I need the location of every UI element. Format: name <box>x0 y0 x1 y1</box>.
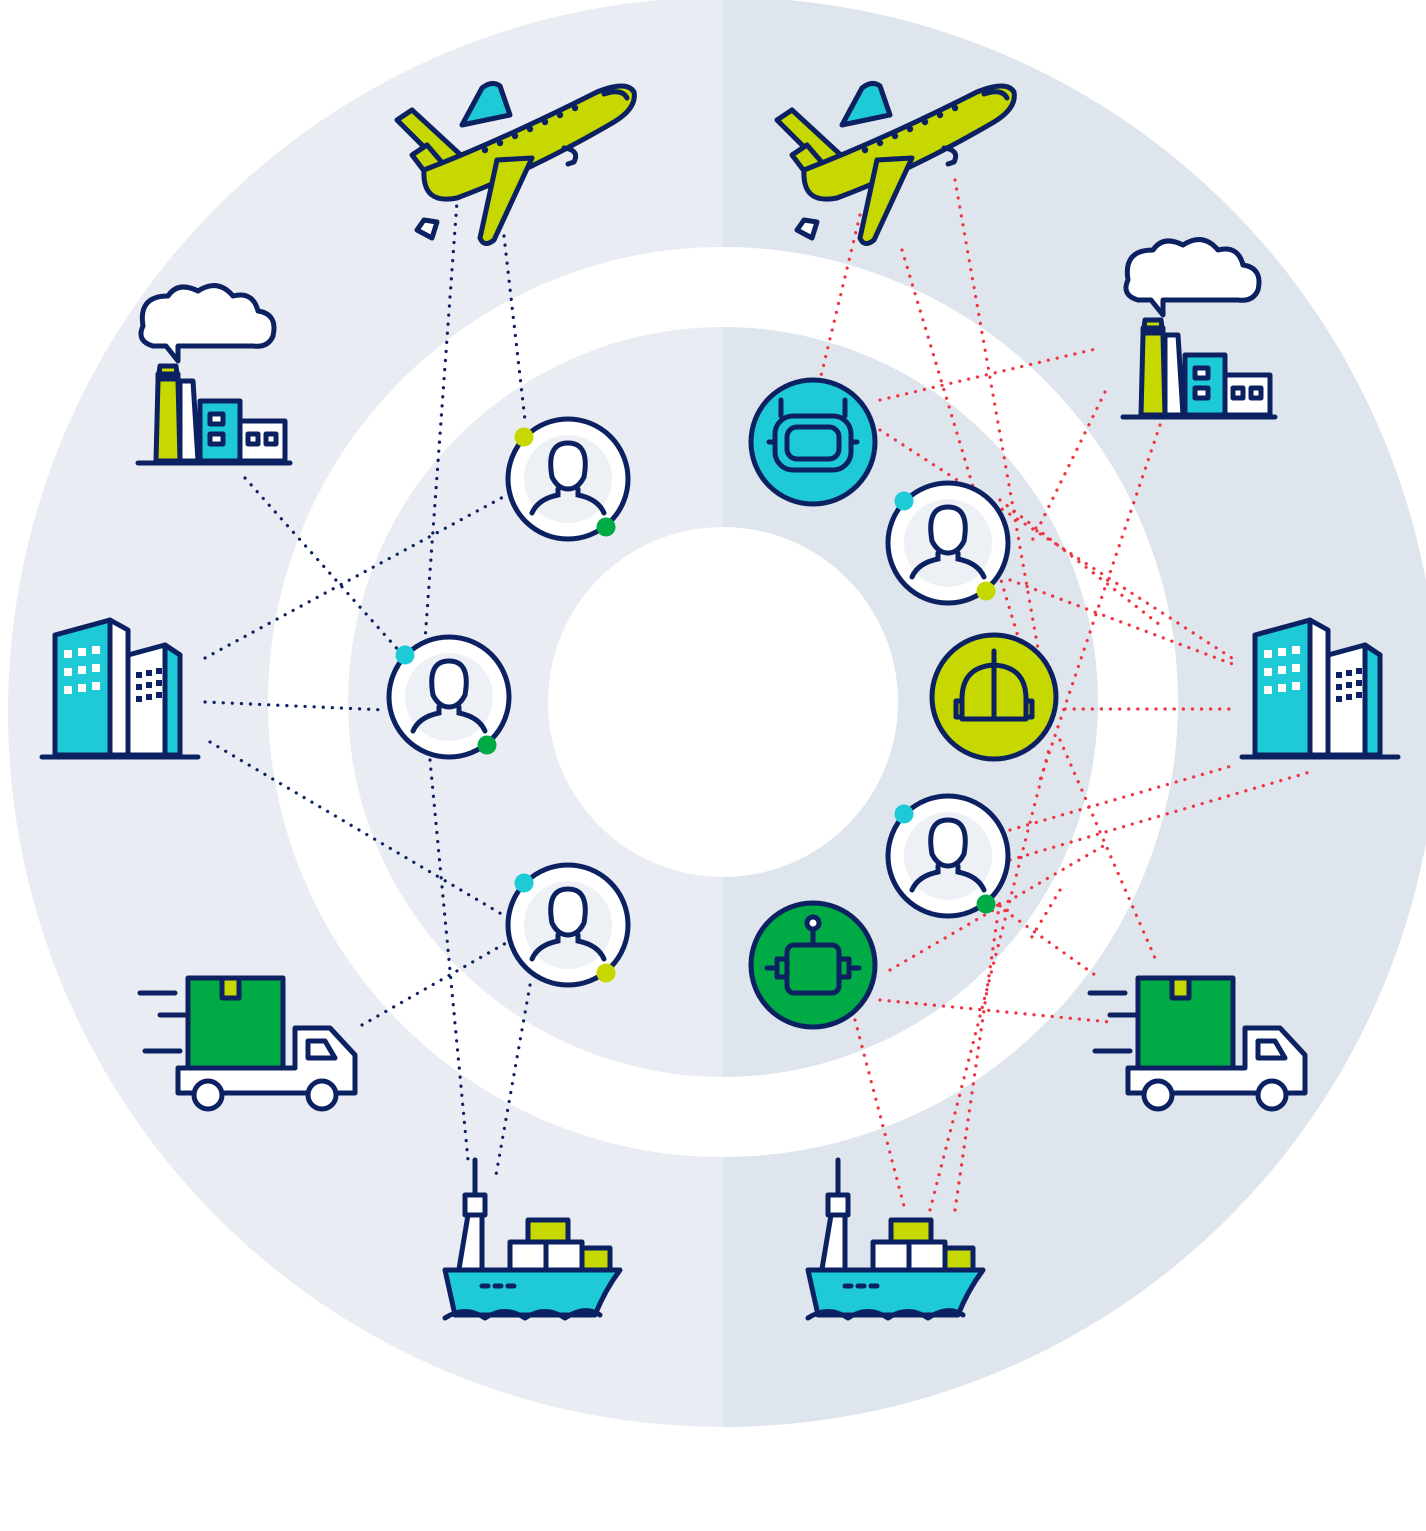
connection-line <box>203 700 387 712</box>
connection-line <box>1058 738 1157 960</box>
status-dot <box>514 427 534 447</box>
connection-line <box>900 248 1027 662</box>
right-connection-lines <box>818 178 1312 1212</box>
connection-line <box>1038 423 1162 782</box>
connection-line <box>423 186 460 642</box>
robot-icon <box>764 914 862 996</box>
center-hole <box>548 527 898 877</box>
left-connection-lines <box>203 186 532 1177</box>
connection-line <box>953 178 1042 662</box>
hard-hat-icon <box>953 648 1035 722</box>
status-dot <box>596 963 616 983</box>
person-node <box>389 637 509 757</box>
person-node <box>508 419 628 539</box>
status-dot <box>894 491 914 511</box>
connection-line <box>988 898 1097 977</box>
connection-line <box>818 213 862 382</box>
connection-line <box>878 346 1102 402</box>
connection-line <box>1008 763 1237 832</box>
connection-line <box>1028 390 1107 547</box>
status-dot <box>976 581 996 601</box>
left-panel <box>42 83 634 1318</box>
status-dot <box>894 804 914 824</box>
connection-line <box>928 743 1052 1212</box>
hard-hat-node <box>929 632 1059 762</box>
vr-headset-icon <box>766 397 860 473</box>
white-ring <box>268 247 1178 1157</box>
person-node <box>888 483 1008 603</box>
vr-headset-node <box>748 377 878 507</box>
status-dot <box>477 735 497 755</box>
person-node <box>508 865 628 985</box>
background-disk <box>8 0 1426 1427</box>
connection-line <box>502 234 527 422</box>
connection-line <box>1028 888 1062 942</box>
connection-line <box>878 998 1112 1024</box>
connection-line <box>360 933 522 1027</box>
connection-line <box>1008 578 1237 667</box>
status-dot <box>596 517 616 537</box>
status-dot <box>395 645 415 665</box>
status-dot <box>976 894 996 914</box>
connection-line <box>428 758 470 1162</box>
connection-line <box>853 1018 907 1212</box>
connection-line <box>1008 770 1312 862</box>
right-panel <box>748 83 1398 1318</box>
robot-node <box>748 900 878 1030</box>
connection-line <box>998 498 1162 627</box>
status-dot <box>514 873 534 893</box>
person-node <box>888 796 1008 916</box>
